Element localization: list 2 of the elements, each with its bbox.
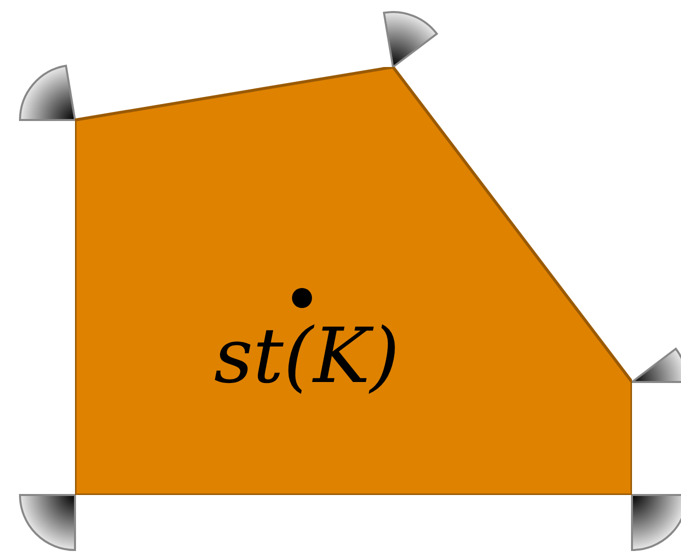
polygon-region xyxy=(75,67,632,495)
region-label: st(K) xyxy=(214,318,400,394)
